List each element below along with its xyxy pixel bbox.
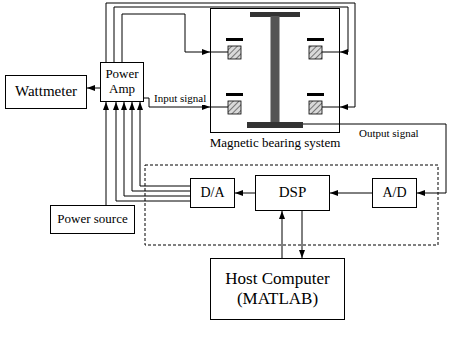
converter-box: D/A	[190, 178, 235, 208]
signal-line	[116, 102, 190, 201]
computer-box: Host Computer (MATLAB)	[210, 258, 345, 320]
pole-bar	[226, 38, 243, 41]
signal-line	[122, 14, 210, 62]
signal-label: Input signal	[153, 92, 207, 105]
pole-bar	[226, 93, 243, 96]
converter-box: A/D	[372, 178, 417, 208]
signal-line	[302, 211, 303, 258]
node-text: DSP	[279, 184, 307, 201]
signal-line	[282, 211, 283, 258]
supply-box: Power source	[50, 205, 135, 234]
node-text: Wattmeter	[15, 83, 77, 100]
coil	[309, 101, 322, 114]
meter-box: Wattmeter	[5, 75, 87, 109]
coil-wire	[322, 107, 340, 108]
pole-bar	[307, 93, 324, 96]
signal-line	[132, 102, 190, 191]
signal-line	[330, 193, 372, 194]
coil	[228, 46, 241, 59]
coil	[228, 101, 241, 114]
signal-line	[235, 193, 255, 194]
coil	[309, 46, 322, 59]
signal-line	[114, 7, 348, 62]
signal-line	[140, 102, 190, 186]
coil-wire	[322, 52, 340, 53]
signal-line	[87, 88, 100, 89]
signal-label: Output signal	[358, 127, 420, 140]
housing-outline	[210, 8, 340, 133]
node-text: Magnetic bearing system	[200, 136, 350, 151]
coil-wire	[210, 107, 228, 108]
signal-line	[340, 124, 446, 193]
plant-box: Magnetic bearing system	[200, 8, 350, 154]
node-text: Host Computer (MATLAB)	[215, 269, 340, 308]
node-text: Power Amp	[103, 67, 141, 97]
rotor-shaft	[271, 16, 280, 123]
processor-box: DSP	[255, 175, 330, 211]
node-text: A/D	[382, 185, 406, 201]
node-text: D/A	[200, 185, 224, 201]
coil-wire	[210, 52, 228, 53]
pole-bar	[307, 38, 324, 41]
signal-line	[106, 102, 107, 205]
signal-line	[124, 102, 190, 196]
sensor-wire	[303, 124, 340, 125]
controller-boundary	[145, 165, 438, 245]
bottom-disc	[247, 122, 303, 128]
node-text: Power source	[57, 212, 127, 227]
amplifier-box: Power Amp	[100, 62, 144, 102]
